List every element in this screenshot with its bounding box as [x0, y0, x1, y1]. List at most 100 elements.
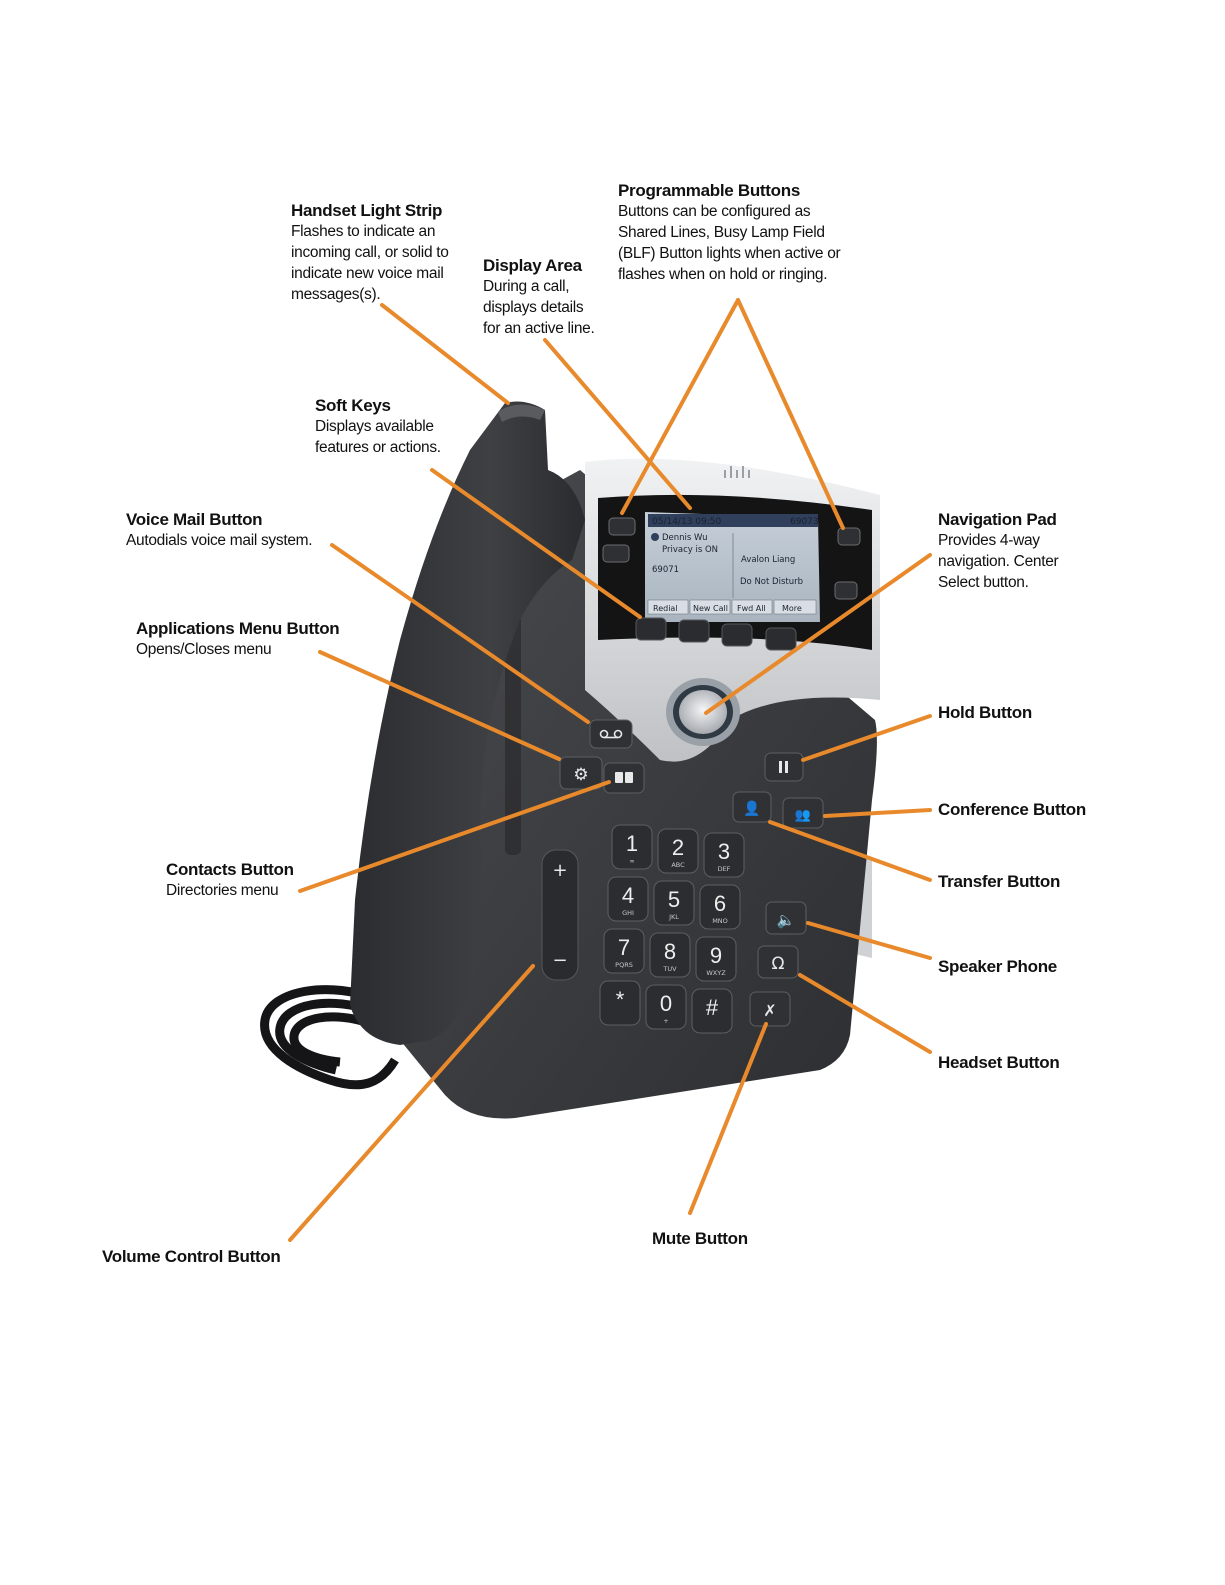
contacts-icon	[615, 772, 633, 783]
callout-desc-line: During a call,	[483, 278, 570, 295]
callout-desc-line: Displays available	[315, 418, 434, 435]
key-digit: *	[616, 987, 625, 1012]
applications-menu-button[interactable]: ⚙	[559, 756, 603, 790]
handset[interactable]	[350, 401, 585, 1045]
leader-voice-mail	[330, 543, 590, 724]
line-button-left-2[interactable]	[602, 544, 630, 563]
key-letters: TUV	[662, 965, 677, 973]
callout-title: Speaker Phone	[938, 957, 1057, 976]
callout-desc-line: Directories menu	[166, 882, 279, 899]
key-cap	[703, 832, 745, 878]
screen-caller-status: Privacy is ON	[662, 545, 718, 555]
callout-contacts: Contacts Button Directories menu	[166, 859, 294, 901]
key-digit: 0	[660, 991, 672, 1016]
callout-desc-line: Shared Lines, Busy Lamp Field	[618, 224, 825, 241]
callout-title: Transfer Button	[938, 872, 1061, 891]
gear-icon: ⚙	[573, 765, 588, 785]
line-button-right-1[interactable]	[837, 527, 861, 546]
conference-button[interactable]: 👥	[782, 797, 824, 829]
headset-icon: Ω	[772, 954, 785, 974]
callout-title: Applications Menu Button	[136, 619, 340, 638]
callout-title: Mute Button	[652, 1229, 748, 1248]
select-button[interactable]	[679, 690, 727, 734]
callout-mute: Mute Button	[652, 1228, 748, 1249]
leader-display-area	[543, 338, 692, 510]
callout-headset: Headset Button	[938, 1052, 1060, 1073]
volume-control-button[interactable]: + −	[541, 849, 579, 981]
callout-title: Headset Button	[938, 1053, 1060, 1072]
leader-hold	[801, 714, 932, 762]
headset-button[interactable]: Ω	[757, 945, 799, 979]
leader-headset	[798, 973, 932, 1054]
keypad-key-1[interactable]: 1∞	[611, 824, 653, 870]
key-cap	[691, 988, 733, 1034]
callout-desc-line: Select button.	[938, 574, 1029, 591]
callout-soft-keys: Soft Keys Displays available features or…	[315, 395, 441, 458]
line-button-left-1[interactable]	[608, 517, 636, 536]
callout-title: Display Area	[483, 256, 582, 275]
line-button-right-2[interactable]	[834, 581, 858, 600]
callout-desc-line: incoming call, or solid to	[291, 244, 449, 261]
key-cap	[599, 980, 641, 1026]
key-digit: 2	[672, 835, 684, 860]
transfer-button[interactable]: 👤	[732, 791, 772, 823]
speaker-button[interactable]: 🔈	[765, 901, 807, 935]
display-screen: 05/14/13 09:50 69073 Dennis Wu Privacy i…	[645, 512, 820, 622]
speaker-icon: 🔈	[777, 911, 796, 929]
callout-desc-line: Autodials voice mail system.	[126, 532, 313, 549]
key-digit: 8	[664, 939, 676, 964]
callout-desc-line: indicate new voice mail	[291, 265, 444, 282]
transfer-icon: 👤	[743, 800, 760, 817]
leader-volume	[288, 964, 535, 1242]
key-cap	[649, 932, 691, 978]
keypad-key-hash[interactable]: #	[691, 988, 733, 1034]
key-letters: ∞	[629, 857, 634, 865]
keypad-key-star[interactable]: *	[599, 980, 641, 1026]
soft-key-4[interactable]	[765, 627, 797, 651]
callout-title: Volume Control Button	[102, 1247, 281, 1266]
soft-key-1[interactable]	[635, 617, 667, 641]
soft-key-3[interactable]	[721, 623, 753, 647]
softkey-label: More	[782, 604, 802, 613]
handset-cord	[260, 985, 399, 1090]
conference-icon: 👥	[795, 808, 811, 823]
soft-key-2[interactable]	[678, 619, 710, 643]
leader-handset-light-strip	[380, 303, 510, 405]
leader-programmable-left	[620, 298, 740, 515]
callout-desc-line: navigation. Center	[938, 553, 1059, 570]
contacts-button[interactable]	[603, 762, 645, 794]
key-cap	[695, 936, 737, 982]
callout-desc-line: Opens/Closes menu	[136, 641, 272, 658]
key-digit: 6	[714, 891, 726, 916]
callout-conference: Conference Button	[938, 799, 1086, 820]
keypad-key-0[interactable]: 0+	[645, 984, 687, 1030]
key-digit: 5	[668, 887, 680, 912]
leader-soft-keys	[430, 468, 642, 619]
callout-desc-line: Provides 4-way	[938, 532, 1040, 549]
mute-icon: ✗	[763, 1001, 776, 1020]
key-digit: 7	[618, 935, 630, 960]
screen-line3: Do Not Disturb	[740, 577, 803, 587]
ip-phone: 05/14/13 09:50 69073 Dennis Wu Privacy i…	[260, 401, 880, 1119]
screen-caller-name: Dennis Wu	[662, 533, 708, 543]
navigation-pad[interactable]	[666, 678, 740, 746]
volume-minus-icon: −	[552, 950, 567, 971]
hold-button[interactable]	[764, 752, 804, 782]
screen-line-number: 69071	[652, 565, 679, 575]
key-cap	[607, 876, 649, 922]
leader-contacts	[298, 780, 611, 893]
callout-voice-mail: Voice Mail Button Autodials voice mail s…	[126, 509, 313, 551]
voice-mail-button[interactable]	[589, 719, 633, 749]
callout-title: Programmable Buttons	[618, 181, 800, 200]
mute-button[interactable]: ✗	[749, 991, 791, 1027]
